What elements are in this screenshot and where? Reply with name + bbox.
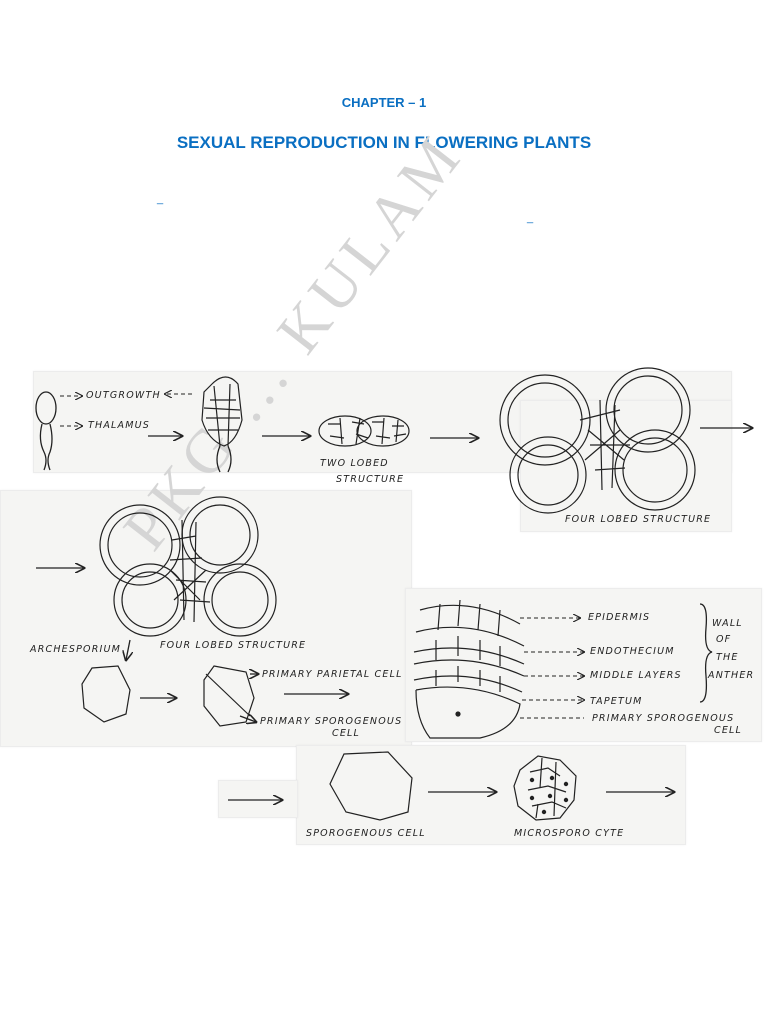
microspore-mother-cells <box>513 755 577 821</box>
label-archesporium: ARCHESPORIUM <box>29 644 121 655</box>
dash-mark: _ <box>157 193 164 205</box>
four-lobed-structure-top <box>499 367 696 514</box>
label-four-lobed-middle: FOUR LOBED STRUCTURE <box>160 640 306 651</box>
label-wall-4: ANTHER <box>707 670 754 681</box>
label-tapetum: TAPETUM <box>590 696 643 707</box>
sketch-panel-anther <box>405 588 762 742</box>
outgrowth-bulge <box>35 391 57 425</box>
label-thalamus: THALAMUS <box>88 420 150 431</box>
label-sporogenous-cell: SPOROGENOUS CELL <box>306 828 426 839</box>
label-wall-3: THE <box>716 652 739 663</box>
four-lobed-structure-middle <box>99 496 277 637</box>
label-primary-sporogenous-1: PRIMARY SPOROGENOUS <box>260 716 402 727</box>
label-wall-2: OF <box>716 634 731 645</box>
anther-wall-section <box>413 599 525 739</box>
thalamus-stalk <box>39 423 53 471</box>
label-wall-1: WALL <box>712 618 743 629</box>
label-outgrowth: OUTGROWTH <box>86 390 161 401</box>
label-primary-sporogenous-2b: CELL <box>714 725 742 736</box>
label-primary-sporogenous-1b: CELL <box>332 728 360 739</box>
divided-cell <box>203 665 255 727</box>
label-two-lobed-1: TWO LOBED <box>320 458 389 469</box>
label-endothecium: ENDOTHECIUM <box>590 646 675 657</box>
chapter-heading: CHAPTER – 1 <box>341 95 427 110</box>
label-primary-parietal: PRIMARY PARIETAL CELL <box>262 669 403 680</box>
label-middle-layers: MIDDLE LAYERS <box>590 670 682 681</box>
label-epidermis: EPIDERMIS <box>588 612 650 623</box>
dash-mark: _ <box>527 212 534 224</box>
label-four-lobed-top: FOUR LOBED STRUCTURE <box>565 514 711 525</box>
label-two-lobed-2: STRUCTURE <box>336 474 404 485</box>
archesporium-cell <box>81 665 131 723</box>
primordium-oval <box>201 376 243 447</box>
sketch-panel-arrow <box>218 780 298 818</box>
label-microspore-cyte: MICROSPORO CYTE <box>514 828 624 839</box>
sporogenous-cell <box>329 751 413 821</box>
label-primary-sporogenous-2: PRIMARY SPOROGENOUS <box>592 713 734 724</box>
page-title: SEXUAL REPRODUCTION IN FLOWERING PLANTS <box>176 133 592 152</box>
two-lobed-structure <box>318 415 410 447</box>
sketch-panel-left <box>0 490 412 747</box>
sketch-panel-right <box>520 400 732 532</box>
